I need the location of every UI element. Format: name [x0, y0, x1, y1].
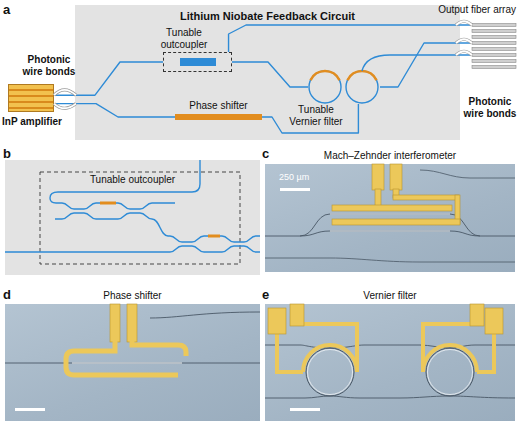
- wire-bond-outline: [54, 90, 76, 109]
- fiber: [472, 66, 516, 69]
- waveguide: [62, 203, 175, 209]
- panel-title: Vernier filter: [265, 290, 515, 302]
- wire-bond-outline: [456, 21, 472, 55]
- bus-waveguide: [265, 396, 515, 398]
- bus-waveguide: [5, 246, 260, 252]
- panel-letter: b: [3, 146, 17, 162]
- fiber: [472, 54, 516, 57]
- ring-resonator: [346, 71, 378, 103]
- micrograph: Vernier filter: [265, 304, 515, 421]
- electrode: [332, 164, 460, 225]
- electrode: [110, 304, 137, 342]
- waveguide-arm: [330, 214, 450, 231]
- component-label: Tunable outcoupler: [156, 27, 212, 51]
- electrode-pad: [390, 164, 402, 190]
- amplifier-chip: InP amplifier: [8, 84, 54, 112]
- micrograph: Phase shifter: [5, 304, 260, 421]
- waveguide: [265, 170, 515, 262]
- fiber: [472, 42, 516, 45]
- waveguide-arm: [72, 363, 182, 364]
- fiber-array: Output fiber array: [470, 20, 516, 70]
- ring-highlight: [428, 350, 473, 395]
- panel-title: Mach–Zehnder interferometer: [265, 150, 515, 162]
- electrode-trace: [332, 205, 452, 211]
- electrode-pad: [470, 304, 484, 326]
- panel-title: Phase shifter: [5, 290, 260, 302]
- waveguide-connector: [229, 25, 470, 52]
- fiber: [472, 48, 516, 51]
- waveguide: [50, 160, 200, 203]
- ring-resonator: [426, 348, 474, 396]
- component-label: Phase shifter: [175, 100, 262, 112]
- photonic-wire-bond: [456, 21, 472, 55]
- callout-label: Photonic wire bonds: [22, 54, 76, 78]
- waveguide: [150, 312, 260, 318]
- waveguide: [5, 363, 260, 364]
- electrode-trace: [375, 189, 381, 206]
- scale-bar: [280, 188, 310, 191]
- waveguide: [300, 231, 480, 236]
- waveguide-connector: [380, 43, 470, 87]
- electrode-trace: [277, 324, 494, 372]
- component-label: Output fiber array: [390, 4, 516, 16]
- electrode-trace: [455, 195, 460, 224]
- ring-heater: [311, 71, 340, 80]
- panel-letter: c: [262, 146, 276, 162]
- waveguide: [55, 213, 260, 242]
- outcoupler-box: Tunable outcoupler: [163, 52, 232, 72]
- scale-label: 250 µm: [279, 172, 339, 183]
- chip-title: Lithium Niobate Feedback Circuit: [75, 10, 460, 23]
- panel-letter: a: [3, 2, 17, 18]
- electrode-pad: [485, 308, 503, 334]
- electrode-pad: [127, 304, 137, 342]
- electrode-pad: [372, 164, 384, 190]
- phase-shifter-heater: Phase shifter: [175, 114, 262, 120]
- waveguide: [265, 214, 515, 236]
- fiber: [472, 60, 516, 63]
- fiber: [472, 24, 516, 27]
- electrode: [268, 304, 503, 334]
- ring-resonator: [306, 348, 354, 396]
- component-label: Tunable Vernier filter: [286, 104, 346, 128]
- ring-highlight: [308, 350, 353, 395]
- fiber-array: [472, 24, 516, 69]
- electrode-pad: [268, 308, 286, 334]
- ring-heater: [303, 345, 477, 372]
- photonic-wire-bond: [54, 90, 76, 109]
- bus-waveguide: [265, 345, 515, 348]
- ring-heater: [348, 71, 377, 80]
- waveguide-connector: [54, 104, 175, 117]
- outcoupler-panel: Tunable outcoupler: [5, 160, 260, 275]
- dashed-outline: [40, 172, 240, 264]
- electrode-pad: [290, 304, 304, 326]
- waveguide-connector: [232, 62, 308, 87]
- scale-bar: [15, 408, 45, 411]
- fiber: [472, 36, 516, 39]
- outcoupler-block: [180, 58, 216, 66]
- electrode-trace: [66, 340, 178, 375]
- fiber: [472, 30, 516, 33]
- heater: [100, 203, 220, 236]
- panel-letter: d: [3, 287, 17, 303]
- electrode-trace: [393, 195, 459, 200]
- callout-label: Photonic wire bonds: [462, 96, 518, 120]
- electrode-trace: [393, 189, 399, 198]
- electrode-trace: [132, 340, 186, 356]
- chip-outline: Tunable outcouplerPhase shifter Tunable V…: [75, 5, 460, 140]
- electrode-trace: [332, 219, 460, 225]
- scale-bar: [290, 408, 320, 411]
- ring-resonator: [309, 71, 341, 103]
- vernier-filter: Tunable Vernier filter: [308, 70, 380, 104]
- drop-waveguide: [362, 55, 470, 71]
- panel-title: Tunable outcoupler: [5, 174, 260, 186]
- panel-letter: e: [262, 287, 276, 303]
- component-label: InP amplifier: [0, 116, 65, 128]
- waveguide-connector: [262, 104, 358, 133]
- electrode-pad: [110, 304, 120, 342]
- micrograph: Mach–Zehnder interferometer250 µm: [265, 164, 515, 272]
